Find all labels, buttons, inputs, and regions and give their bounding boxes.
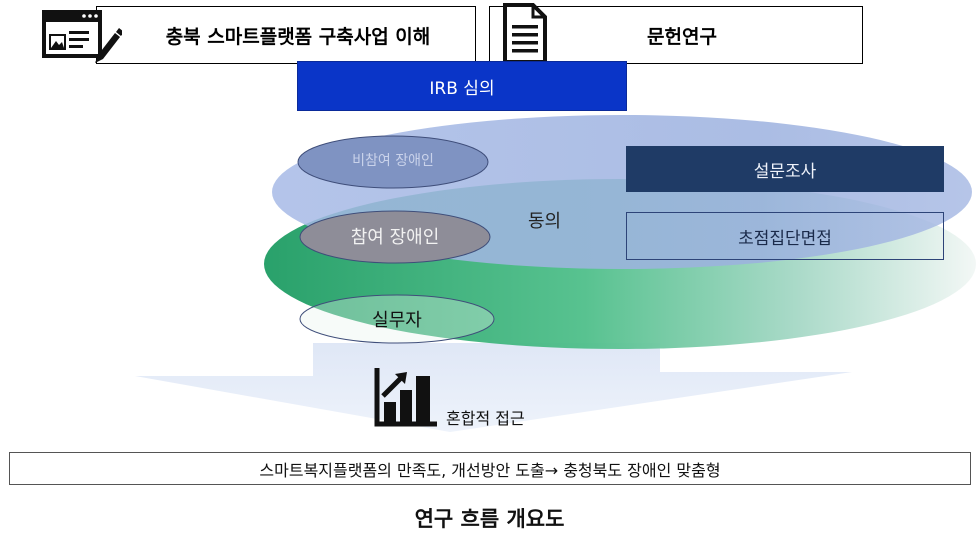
irb-label: IRB 심의 <box>429 78 495 99</box>
practitioner-label: 실무자 <box>372 310 422 331</box>
browser-edit-icon <box>42 10 122 63</box>
understanding-box: 충북 스마트플랫폼 구축사업 이해 <box>96 6 476 64</box>
participant-ellipse <box>299 210 491 264</box>
consent-label: 동의 <box>528 211 562 232</box>
document-icon <box>503 3 547 64</box>
survey-label: 설문조사 <box>753 161 817 182</box>
flow-arrow <box>135 343 852 432</box>
participant-label: 참여 장애인 <box>350 227 440 248</box>
practitioner-ellipse <box>299 294 495 344</box>
irb-box: IRB 심의 <box>297 61 627 111</box>
approach-label: 혼합적 접근 <box>446 409 525 428</box>
bar-chart-growth-icon <box>374 368 437 427</box>
non-participant-label: 비참여 장애인 <box>352 153 434 169</box>
non-participant-ellipse <box>297 135 489 189</box>
literature-box: 문헌연구 <box>489 6 863 64</box>
literature-label: 문헌연구 <box>647 25 717 48</box>
figure-caption: 연구 흐름 개요도 <box>414 507 565 531</box>
survey-box: 설문조사 <box>626 146 944 192</box>
fgi-box: 초점집단면접 <box>626 212 944 260</box>
understanding-label: 충북 스마트플랫폼 구축사업 이해 <box>165 25 431 48</box>
outcome-label: 스마트복지플랫폼의 만족도, 개선방안 도출→ 충청북도 장애인 맞춤형 <box>259 460 721 480</box>
outcome-box: 스마트복지플랫폼의 만족도, 개선방안 도출→ 충청북도 장애인 맞춤형 <box>9 452 971 485</box>
fgi-label: 초점집단면접 <box>738 228 832 249</box>
